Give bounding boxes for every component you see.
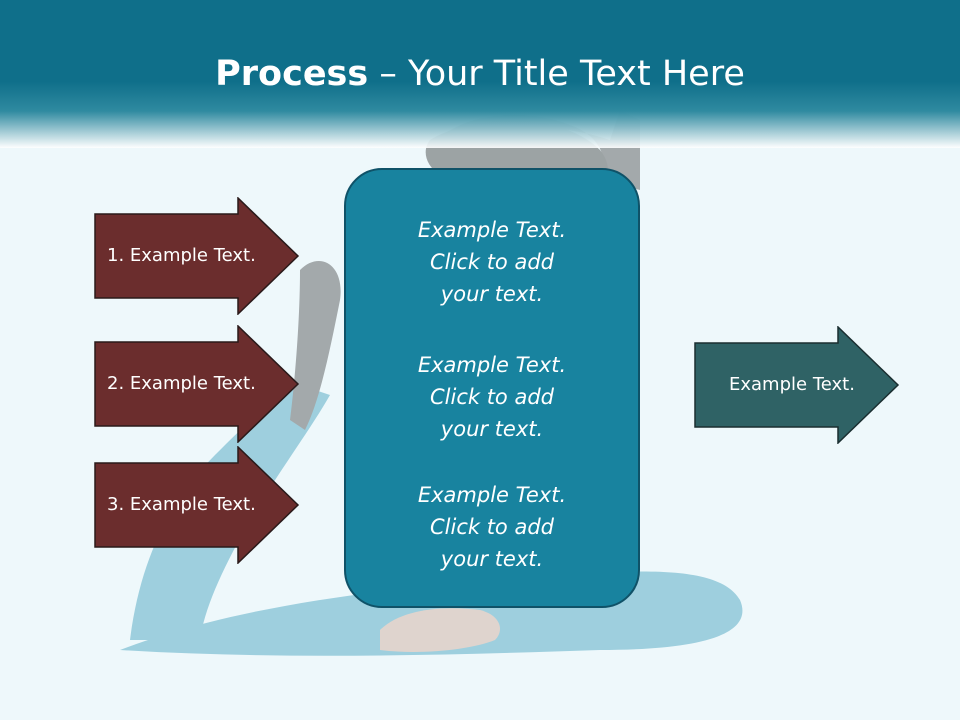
result-arrow-label: Example Text. bbox=[729, 374, 855, 395]
page-title: Process – Your Title Text Here bbox=[0, 52, 960, 96]
arrow-shape-icon bbox=[94, 446, 300, 564]
title-rest-part: – Your Title Text Here bbox=[368, 54, 745, 94]
center-text-line: Click to add bbox=[429, 250, 554, 274]
center-text-block-2[interactable]: Example Text. Click to add your text. bbox=[346, 349, 638, 445]
arrow-shape-icon bbox=[94, 197, 300, 315]
center-text-line: Click to add bbox=[429, 385, 554, 409]
center-text-block-1[interactable]: Example Text. Click to add your text. bbox=[346, 214, 638, 310]
center-text-line: Example Text. bbox=[417, 483, 567, 507]
step-arrow-1[interactable]: 1. Example Text. bbox=[94, 197, 300, 315]
center-text-line: Click to add bbox=[429, 515, 554, 539]
step-arrow-label: 2. Example Text. bbox=[107, 373, 256, 394]
step-arrow-3[interactable]: 3. Example Text. bbox=[94, 446, 300, 564]
center-text-line: Example Text. bbox=[417, 218, 567, 242]
step-arrow-label: 1. Example Text. bbox=[107, 245, 256, 266]
result-arrow[interactable]: Example Text. bbox=[694, 326, 900, 444]
header-band bbox=[0, 0, 960, 148]
center-text-block-3[interactable]: Example Text. Click to add your text. bbox=[346, 479, 638, 575]
title-bold-part: Process bbox=[215, 54, 369, 94]
center-text-line: your text. bbox=[440, 282, 544, 306]
center-text-line: Example Text. bbox=[417, 353, 567, 377]
arrow-shape-icon bbox=[694, 326, 900, 444]
arrow-shape-icon bbox=[94, 325, 300, 443]
center-text-box[interactable]: Example Text. Click to add your text. Ex… bbox=[344, 168, 640, 608]
step-arrow-2[interactable]: 2. Example Text. bbox=[94, 325, 300, 443]
center-text-line: your text. bbox=[440, 547, 544, 571]
center-text-line: your text. bbox=[440, 417, 544, 441]
step-arrow-label: 3. Example Text. bbox=[107, 494, 256, 515]
